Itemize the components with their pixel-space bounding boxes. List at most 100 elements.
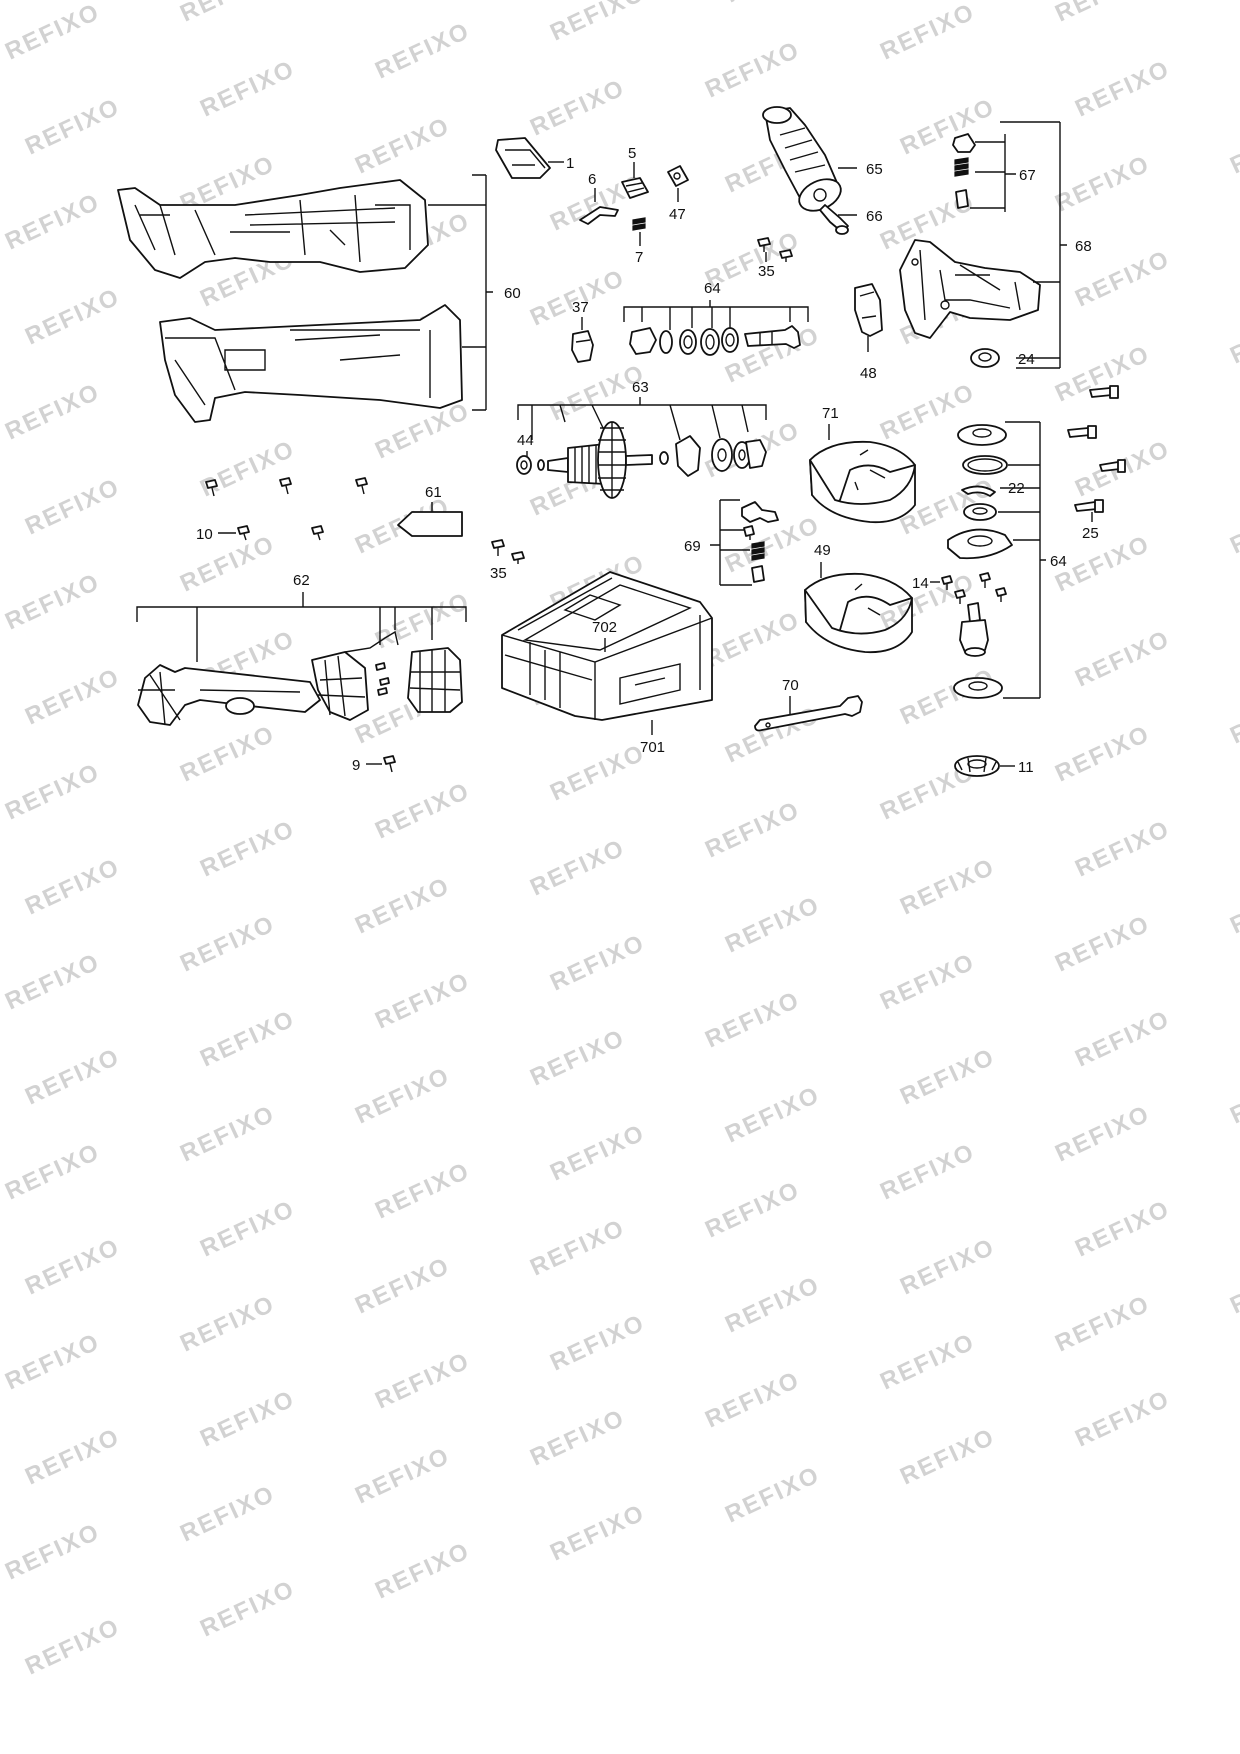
watermark-text: REFIXO: [896, 1043, 999, 1110]
label-70: 70: [782, 677, 799, 694]
watermark-text: REFIXO: [546, 0, 649, 46]
watermark-text: REFIXO: [371, 587, 474, 654]
part-62-motor-electronics: [137, 630, 463, 726]
label-6: 6: [588, 171, 596, 188]
watermark-text: REFIXO: [1071, 55, 1174, 122]
watermark-text: REFIXO: [526, 1024, 629, 1091]
part-44-bearing: [516, 455, 532, 475]
part-64-spindle: [959, 602, 989, 657]
watermark-text: REFIXO: [701, 36, 804, 103]
label-9: 9: [352, 757, 360, 774]
watermark-text: REFIXO: [196, 1575, 299, 1642]
label-62: 62: [293, 572, 310, 589]
watermark-text: REFIXO: [1, 1328, 104, 1395]
label-702: 702: [592, 619, 617, 636]
watermark-text: REFIXO: [546, 1499, 649, 1566]
part-67-stop-button: [952, 133, 976, 153]
label-66: 66: [866, 208, 883, 225]
watermark-text: REFIXO: [21, 283, 124, 350]
label-37: 37: [572, 299, 589, 316]
watermark-text: REFIXO: [1226, 302, 1240, 369]
watermark-text: REFIXO: [371, 1347, 474, 1414]
watermark-text: REFIXO: [546, 1119, 649, 1186]
part-65-side-handle: [762, 106, 842, 212]
watermark-text: REFIXO: [21, 1613, 124, 1680]
watermark-text: REFIXO: [546, 1309, 649, 1376]
watermark-text: REFIXO: [526, 264, 629, 331]
watermark-text: REFIXO: [876, 1328, 979, 1395]
label-35-bottom: 35: [490, 565, 507, 582]
watermark-text: REFIXO: [176, 1480, 279, 1547]
watermark-text: REFIXO: [371, 1157, 474, 1224]
part-64-bearing-flange: [947, 528, 1013, 560]
label-48: 48: [860, 365, 877, 382]
watermark-text: REFIXO: [876, 1138, 979, 1205]
part-701-carry-case: [501, 571, 713, 721]
label-10: 10: [196, 526, 213, 543]
part-7-spring: [632, 217, 646, 231]
part-5-lock-button: [621, 177, 649, 199]
part-64-flange-top: [957, 424, 1007, 446]
label-44: 44: [517, 432, 534, 449]
watermark-text: REFIXO: [526, 74, 629, 141]
part-6-lever: [579, 206, 619, 225]
part-24-bearing: [970, 348, 1000, 368]
watermark-text: REFIXO: [1051, 720, 1154, 787]
part-61-rating-label: [397, 511, 463, 537]
watermark-text: REFIXO: [21, 473, 124, 540]
watermark-text: REFIXO: [1051, 340, 1154, 407]
label-63: 63: [632, 379, 649, 396]
watermark-text: REFIXO: [546, 739, 649, 806]
part-housing-upper: [117, 179, 429, 279]
watermark-text: REFIXO: [526, 834, 629, 901]
watermark-text: REFIXO: [196, 1005, 299, 1072]
watermark-text: REFIXO: [1051, 0, 1154, 27]
watermark-text: REFIXO: [876, 948, 979, 1015]
label-25: 25: [1082, 525, 1099, 542]
watermark-text: REFIXO: [701, 986, 804, 1053]
watermark-text: REFIXO: [371, 777, 474, 844]
part-69-spindle-lock-set: [741, 501, 779, 583]
watermark-text: REFIXO: [1226, 1062, 1240, 1129]
part-housing-lower: [159, 304, 463, 423]
watermark-text: REFIXO: [721, 1271, 824, 1338]
part-37-brush-holder: [571, 330, 594, 363]
watermark-text: REFIXO: [896, 1423, 999, 1490]
label-67: 67: [1019, 167, 1036, 184]
watermark-text: REFIXO: [721, 1461, 824, 1528]
watermark-text: REFIXO: [176, 530, 279, 597]
watermark-text: REFIXO: [526, 1214, 629, 1281]
label-61: 61: [425, 484, 442, 501]
part-68-gear-housing: [899, 239, 1041, 339]
watermark-text: REFIXO: [1226, 682, 1240, 749]
watermark-text: REFIXO: [1051, 150, 1154, 217]
label-1: 1: [566, 155, 574, 172]
watermark-text: REFIXO: [1, 378, 104, 445]
watermark-text: REFIXO: [1226, 492, 1240, 559]
watermark-text: REFIXO: [176, 1290, 279, 1357]
watermark-text: REFIXO: [1, 0, 104, 65]
part-67-spring: [954, 157, 969, 177]
watermark-text: REFIXO: [701, 1176, 804, 1243]
label-24: 24: [1018, 351, 1035, 368]
watermark-text: REFIXO: [1, 1518, 104, 1585]
watermark-text: REFIXO: [351, 1062, 454, 1129]
watermark-text: REFIXO: [701, 1366, 804, 1433]
watermark-text: REFIXO: [1071, 815, 1174, 882]
part-63-gear-set: [659, 435, 767, 477]
watermark-text: REFIXO: [176, 720, 279, 787]
watermark-text: REFIXO: [351, 872, 454, 939]
watermark-text: REFIXO: [351, 112, 454, 179]
watermark-text: REFIXO: [351, 1442, 454, 1509]
label-65: 65: [866, 161, 883, 178]
label-49: 49: [814, 542, 831, 559]
watermark-text: REFIXO: [546, 929, 649, 996]
watermark-text: REFIXO: [701, 796, 804, 863]
label-60: 60: [504, 285, 521, 302]
watermark-text: REFIXO: [21, 93, 124, 160]
part-35-screws-upper: [757, 237, 793, 262]
watermark-text: REFIXO: [1, 948, 104, 1015]
part-49-wheel-guard: [804, 572, 913, 654]
label-5: 5: [628, 145, 636, 162]
watermark-text: REFIXO: [371, 967, 474, 1034]
